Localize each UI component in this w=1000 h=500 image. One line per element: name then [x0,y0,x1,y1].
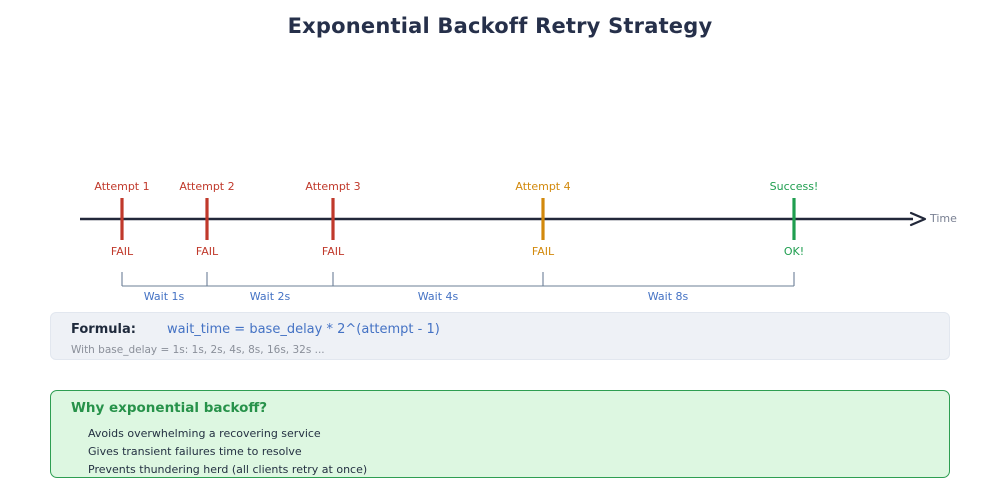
attempt-status-2: FAIL [195,245,219,258]
attempt-status-1: FAIL [110,245,134,258]
wait-label-4: Wait 8s [647,290,689,303]
why-heading: Why exponential backoff? [71,400,268,416]
retry-timeline-diagram: Attempt 1 FAIL Attempt 2 FAIL Attempt 3 FAIL A… [80,180,957,303]
attempt-label-3: Attempt 3 [305,180,361,193]
time-axis-label: Time [930,212,957,225]
wait-label-2: Wait 2s [249,290,291,303]
attempt-status-4: FAIL [531,245,555,258]
why-benefits-list: Avoids overwhelming a recovering service… [88,425,367,479]
wait-label-3: Wait 4s [417,290,459,303]
attempt-status-3: FAIL [321,245,345,258]
attempt-label-5: Success! [769,180,819,193]
time-axis-arrowhead [909,211,927,227]
formula-panel: Formula: wait_time = base_delay * 2^(att… [50,312,950,360]
attempt-status-5: OK! [783,245,805,258]
why-list-item: Prevents thundering herd (all clients re… [88,463,368,476]
wait-label-1: Wait 1s [143,290,185,303]
why-exponential-backoff-panel: Why exponential backoff? Avoids overwhel… [50,390,950,478]
attempt-label-1: Attempt 1 [94,180,150,193]
page-title: Exponential Backoff Retry Strategy [287,14,713,38]
formula-expression: wait_time = base_delay * 2^(attempt - 1) [167,322,440,337]
formula-note: With base_delay = 1s: 1s, 2s, 4s, 8s, 16… [71,344,325,356]
why-list-item: Avoids overwhelming a recovering service [88,427,321,440]
timeline-graphics [80,198,927,287]
attempt-label-2: Attempt 2 [179,180,235,193]
formula-label: Formula: [71,322,136,337]
attempt-label-4: Attempt 4 [515,180,571,193]
why-list-item: Gives transient failures time to resolve [88,445,302,458]
